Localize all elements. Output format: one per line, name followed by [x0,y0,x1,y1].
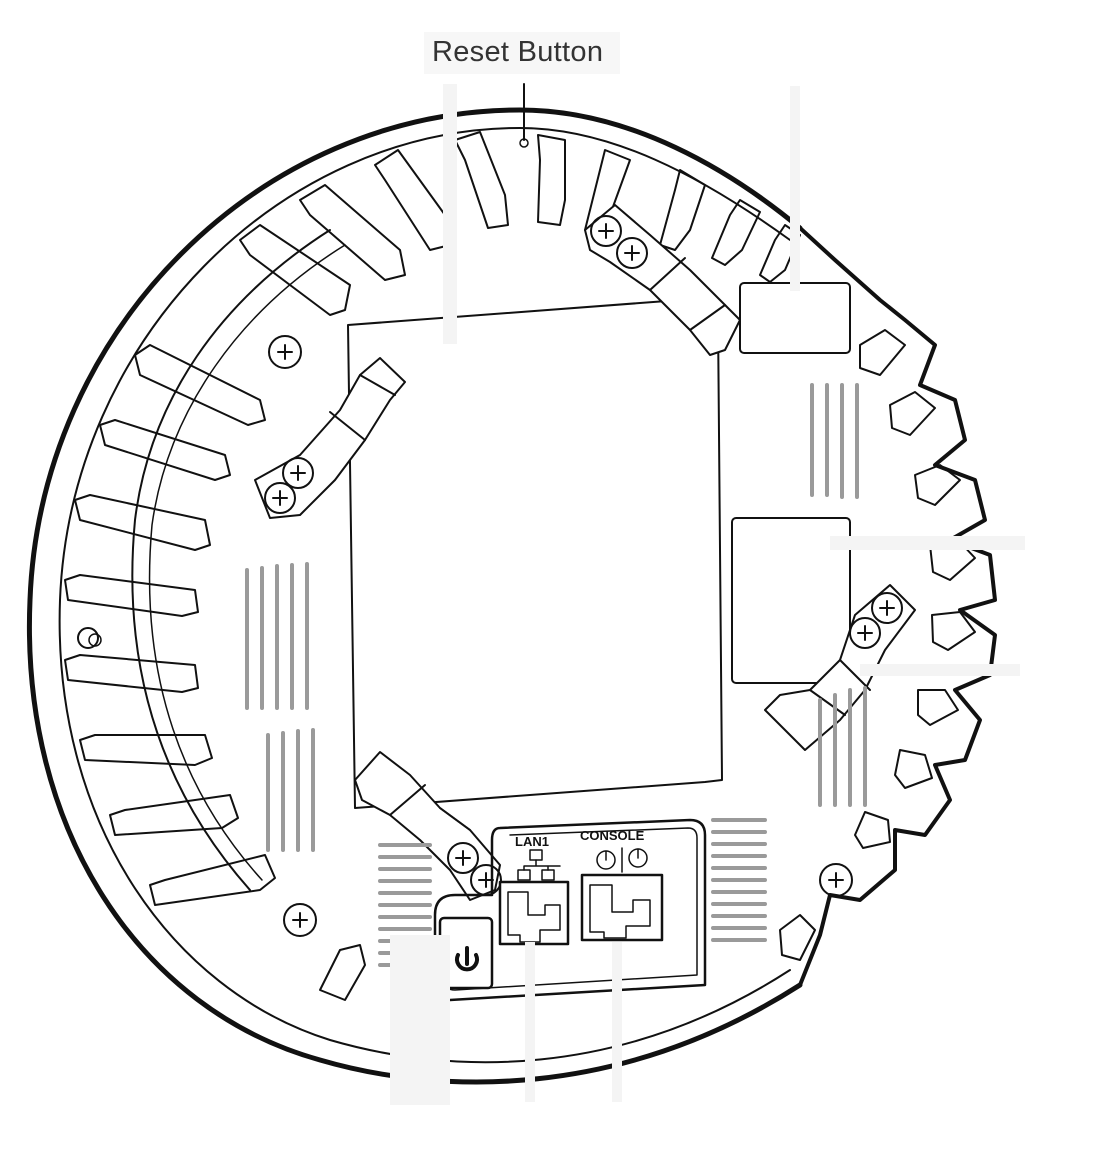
console-icon [596,847,648,873]
label-panel [347,299,723,809]
vent-slots [245,383,867,967]
leader-strips [390,84,1025,1105]
side-hole-inner [88,633,102,647]
mount-bracket-bottom [354,751,501,901]
right-fins [779,329,976,961]
mount-bracket-top [584,204,741,356]
console-port-label: CONSOLE [580,828,645,843]
power-icon [455,953,479,972]
reset-callout-background [424,32,620,74]
right-notched-edge [798,226,997,987]
reset-button-label: Reset Button [432,36,604,68]
mount-bracket-left [254,357,406,519]
top-fins [239,131,801,316]
lan-port-label: LAN1 [515,834,549,849]
top-right-label [739,282,851,354]
reset-button-hole[interactable] [519,138,529,148]
left-fins [64,344,366,1001]
housing-inner-ring [131,229,331,891]
housing-inner-ring-2 [148,244,346,881]
network-icon [517,849,561,881]
side-label [731,517,851,684]
screw-icon [264,215,903,937]
console-port[interactable] [580,873,664,942]
side-hole-icon [77,627,99,649]
